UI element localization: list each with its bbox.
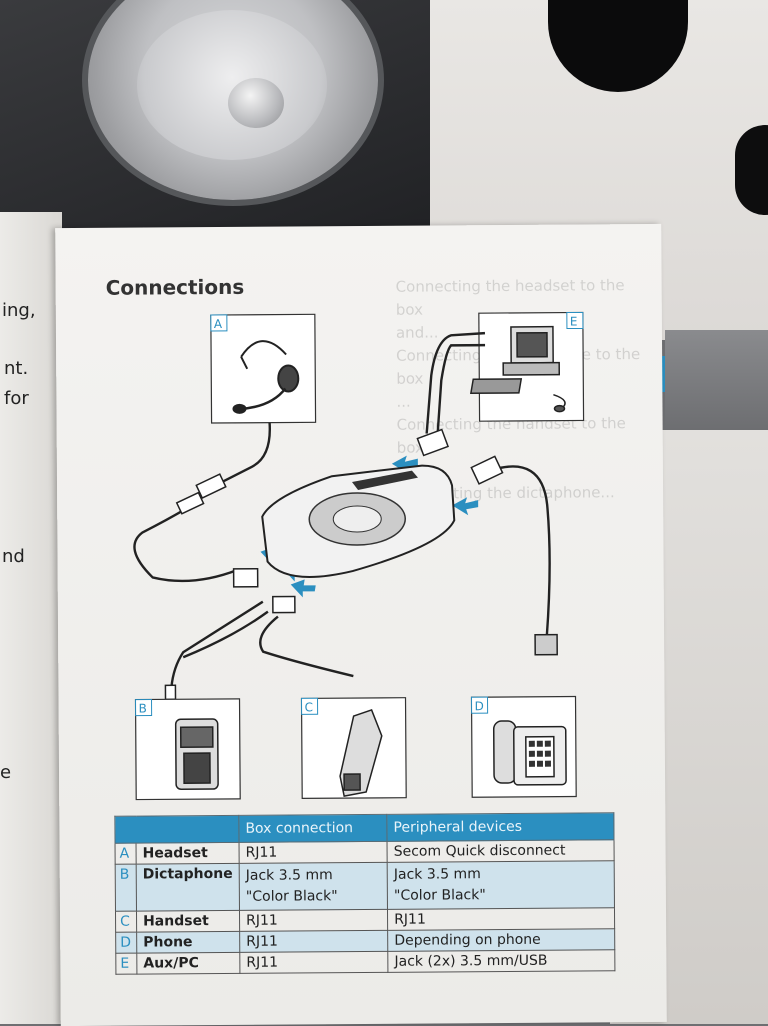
row-key: A bbox=[115, 843, 137, 865]
connectors bbox=[164, 428, 558, 701]
row-box: Jack 3.5 mm "Color Black" bbox=[239, 862, 388, 911]
left-page-fragment: ing, bbox=[2, 300, 36, 321]
row-box: RJ11 bbox=[239, 909, 388, 932]
headset-icon bbox=[232, 340, 300, 414]
handset-icon bbox=[339, 708, 383, 797]
panel-letter-e: E bbox=[570, 314, 578, 328]
panel-e: E bbox=[469, 311, 585, 422]
lid-cutout-2 bbox=[735, 125, 768, 215]
row-peripheral: Secom Quick disconnect bbox=[387, 839, 615, 863]
panel-b: B bbox=[134, 698, 241, 801]
table-header-row: Box connection Peripheral devices bbox=[114, 812, 615, 844]
table-header-device bbox=[114, 815, 240, 844]
table-row: B Dictaphone Jack 3.5 mm "Color Black" J… bbox=[115, 860, 615, 912]
panel-letter-b: B bbox=[139, 701, 147, 715]
row-device: Dictaphone bbox=[136, 863, 240, 912]
row-box: RJ11 bbox=[239, 930, 388, 953]
phone-icon bbox=[492, 720, 567, 786]
left-page-fragment: for bbox=[4, 388, 29, 409]
left-page-fragment: nd bbox=[2, 546, 25, 567]
dictaphone-icon bbox=[174, 718, 219, 791]
row-key: E bbox=[115, 953, 137, 975]
row-peripheral: Depending on phone bbox=[387, 928, 615, 952]
row-key: B bbox=[115, 864, 137, 912]
panel-letter-c: C bbox=[305, 700, 313, 714]
row-device: Aux/PC bbox=[136, 952, 240, 975]
panel-a: A bbox=[210, 313, 317, 424]
interface-box bbox=[261, 464, 456, 578]
device-dial-inner bbox=[137, 10, 327, 160]
computer-icon bbox=[469, 325, 566, 413]
left-page-fragment: e bbox=[0, 762, 12, 783]
panel-c: C bbox=[300, 697, 407, 800]
packaging-slab bbox=[665, 330, 768, 440]
row-peripheral: RJ11 bbox=[387, 907, 615, 931]
connections-table: Box connection Peripheral devices A Head… bbox=[114, 812, 615, 975]
panel-letter-a: A bbox=[214, 317, 223, 331]
cables bbox=[133, 331, 551, 688]
row-device: Phone bbox=[136, 931, 240, 954]
row-device: Handset bbox=[136, 910, 240, 933]
connection-diagram: A E bbox=[133, 311, 585, 801]
row-box: RJ11 bbox=[239, 841, 388, 864]
row-device: Headset bbox=[136, 842, 240, 865]
table-header-peripheral: Peripheral devices bbox=[386, 812, 615, 842]
row-key: C bbox=[115, 911, 137, 933]
row-peripheral: Jack (2x) 3.5 mm/USB bbox=[387, 949, 615, 973]
panel-letter-d: D bbox=[475, 699, 484, 713]
device-dial-knob bbox=[228, 78, 284, 128]
manual-page: Connections Connecting the headset to th… bbox=[55, 223, 667, 1026]
row-key: D bbox=[115, 932, 137, 954]
row-peripheral: Jack 3.5 mm "Color Black" bbox=[387, 860, 615, 910]
panel-d: D bbox=[470, 695, 577, 798]
row-box: RJ11 bbox=[239, 951, 389, 974]
left-page-fragment: nt. bbox=[4, 358, 29, 379]
table-header-box: Box connection bbox=[238, 814, 388, 843]
table-row: E Aux/PC RJ11 Jack (2x) 3.5 mm/USB bbox=[115, 949, 615, 975]
left-page: ing, nt. for nd e bbox=[0, 212, 62, 1024]
page-title: Connections bbox=[105, 274, 245, 300]
